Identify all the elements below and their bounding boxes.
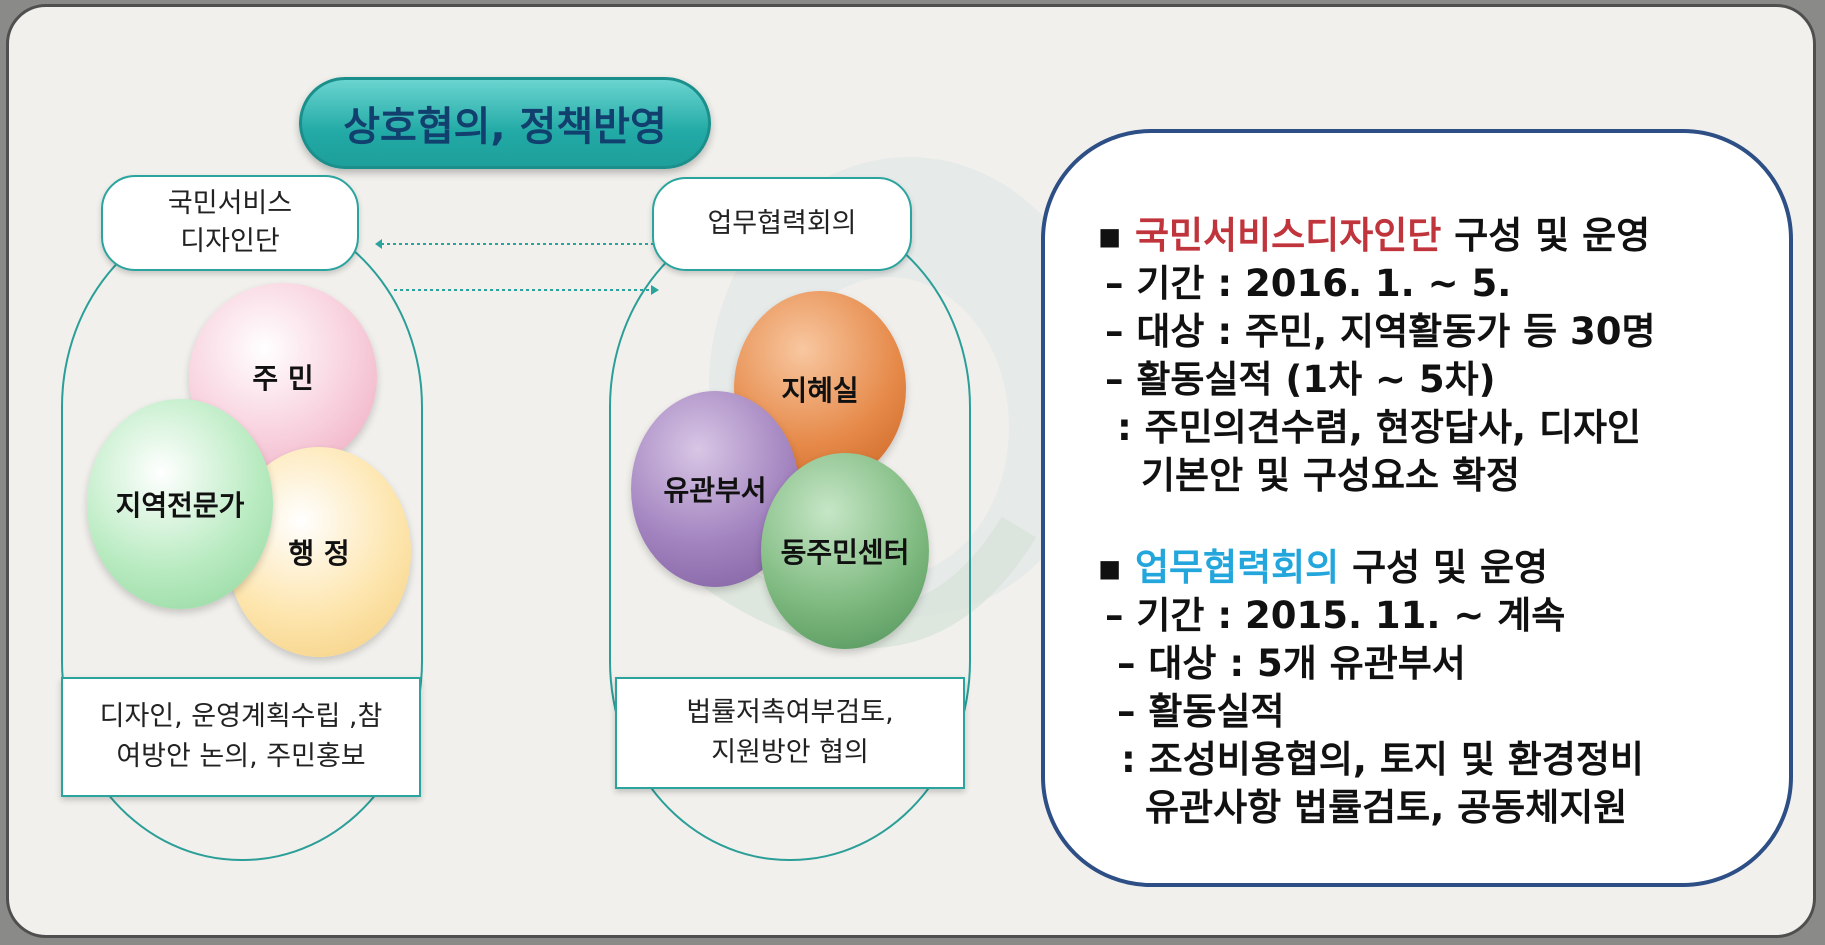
slide: 상호협의, 정책반영 국민서비스 디자인단 업무협력회의 주 민 행 정 지역전… — [6, 4, 1816, 938]
section1-highlight: 국민서비스디자인단 — [1134, 214, 1442, 257]
circle-community-center: 동주민센터 — [761, 453, 929, 649]
section2-line: : 조성비용협의, 토지 및 환경정비 — [1121, 738, 1644, 781]
section1-bullet: ▪ — [1097, 214, 1123, 257]
right-group-label: 업무협력회의 — [652, 177, 912, 271]
circle-related-dept-text: 유관부서 — [663, 474, 767, 507]
section2-line: – 대상 : 5개 유관부서 — [1117, 642, 1466, 685]
section1-line: – 기간 : 2016. 1. ~ 5. — [1105, 262, 1512, 305]
section2-line: – 기간 : 2015. 11. ~ 계속 — [1105, 594, 1566, 637]
section2-line: 유관사항 법률검토, 공동체지원 — [1145, 786, 1628, 829]
section2-heading-rest: 구성 및 운영 — [1339, 546, 1549, 589]
section1-heading: ▪ 국민서비스디자인단 구성 및 운영 — [1097, 205, 1650, 259]
left-group-description-text: 디자인, 운영계획수립 ,참 여방안 논의, 주민홍보 — [99, 701, 383, 772]
section2-highlight: 업무협력회의 — [1134, 546, 1340, 589]
circle-community-center-text: 동주민센터 — [780, 536, 910, 569]
section1-line: – 대상 : 주민, 지역활동가 등 30명 — [1105, 310, 1656, 353]
section2-bullet: ▪ — [1097, 546, 1123, 589]
right-group-description: 법률저촉여부검토, 지원방안 협의 — [615, 677, 965, 789]
right-group-label-text: 업무협력회의 — [707, 208, 857, 239]
section1-heading-rest: 구성 및 운영 — [1441, 214, 1651, 257]
circle-residents-text: 주 민 — [252, 362, 314, 395]
title-text: 상호협의, 정책반영 — [343, 104, 667, 150]
info-panel: ▪ 국민서비스디자인단 구성 및 운영 – 기간 : 2016. 1. ~ 5.… — [1041, 129, 1793, 887]
circle-local-expert-text: 지역전문가 — [115, 489, 245, 522]
circle-administration-text: 행 정 — [288, 537, 350, 570]
left-group-label-text: 국민서비스 디자인단 — [167, 188, 293, 257]
circle-related-dept: 유관부서 — [631, 391, 799, 587]
connector-arrows — [375, 239, 659, 295]
section2-line: – 활동실적 — [1117, 690, 1285, 733]
title-pill: 상호협의, 정책반영 — [299, 77, 711, 169]
left-group-label: 국민서비스 디자인단 — [101, 175, 359, 271]
circle-jihye-text: 지혜실 — [781, 373, 859, 407]
circle-local-expert: 지역전문가 — [87, 399, 273, 609]
right-group-description-text: 법률저촉여부검토, 지원방안 협의 — [686, 697, 894, 768]
section1-line: 기본안 및 구성요소 확정 — [1141, 454, 1521, 497]
section2-heading: ▪ 업무협력회의 구성 및 운영 — [1097, 537, 1548, 591]
left-group-description: 디자인, 운영계획수립 ,참 여방안 논의, 주민홍보 — [61, 677, 421, 797]
section1-line: – 활동실적 (1차 ~ 5차) — [1105, 358, 1496, 401]
section1-line: : 주민의견수렴, 현장답사, 디자인 — [1117, 406, 1642, 449]
